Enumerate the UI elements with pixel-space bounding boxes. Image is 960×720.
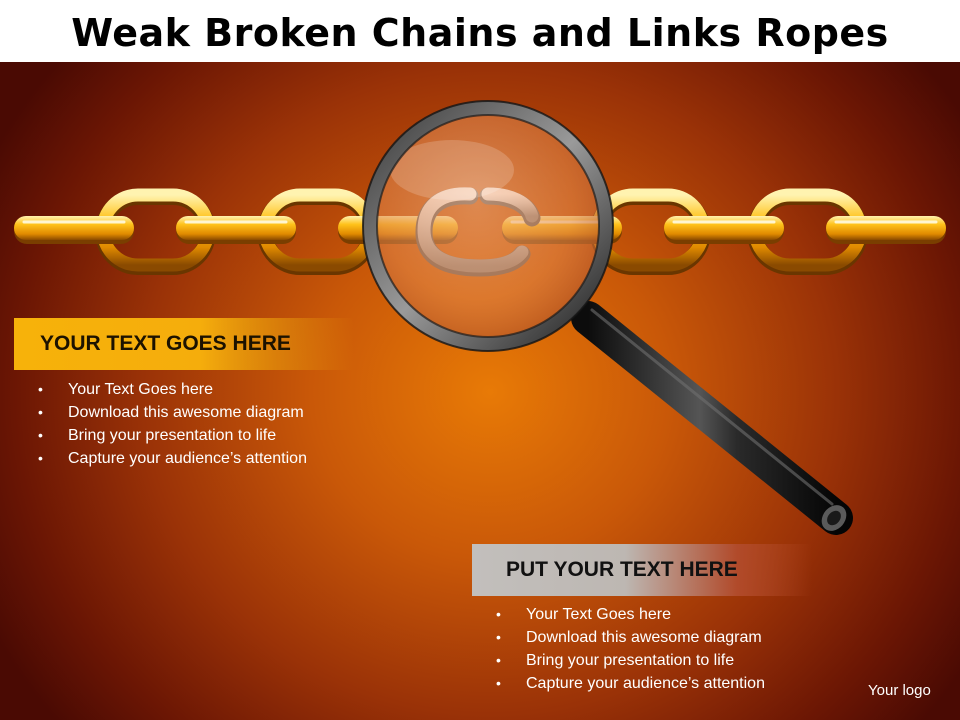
slide-title: Weak Broken Chains and Links Ropes [0,0,960,62]
list-item: Download this awesome diagram [496,626,765,649]
chain-magnifier-illustration [14,100,946,535]
list-item: Capture your audience’s attention [496,672,765,695]
magnifier-lens [362,100,614,352]
list-item: Your Text Goes here [496,603,765,626]
list-item: Download this awesome diagram [38,401,307,424]
text-box-right: PUT YOUR TEXT HERE [472,544,812,596]
list-item: Bring your presentation to life [38,424,307,447]
bullet-list-left: Your Text Goes here Download this awesom… [38,378,307,470]
logo-placeholder: Your logo [868,682,931,699]
list-item: Bring your presentation to life [496,649,765,672]
magnifier-handle [571,301,853,535]
text-box-left: YOUR TEXT GOES HERE [14,318,354,370]
text-box-left-heading: YOUR TEXT GOES HERE [40,332,291,355]
text-box-right-heading: PUT YOUR TEXT HERE [506,558,738,581]
list-item: Capture your audience’s attention [38,447,307,470]
bullet-list-right: Your Text Goes here Download this awesom… [496,603,765,695]
slide-canvas: YOUR TEXT GOES HERE Your Text Goes here … [0,62,960,720]
list-item: Your Text Goes here [38,378,307,401]
